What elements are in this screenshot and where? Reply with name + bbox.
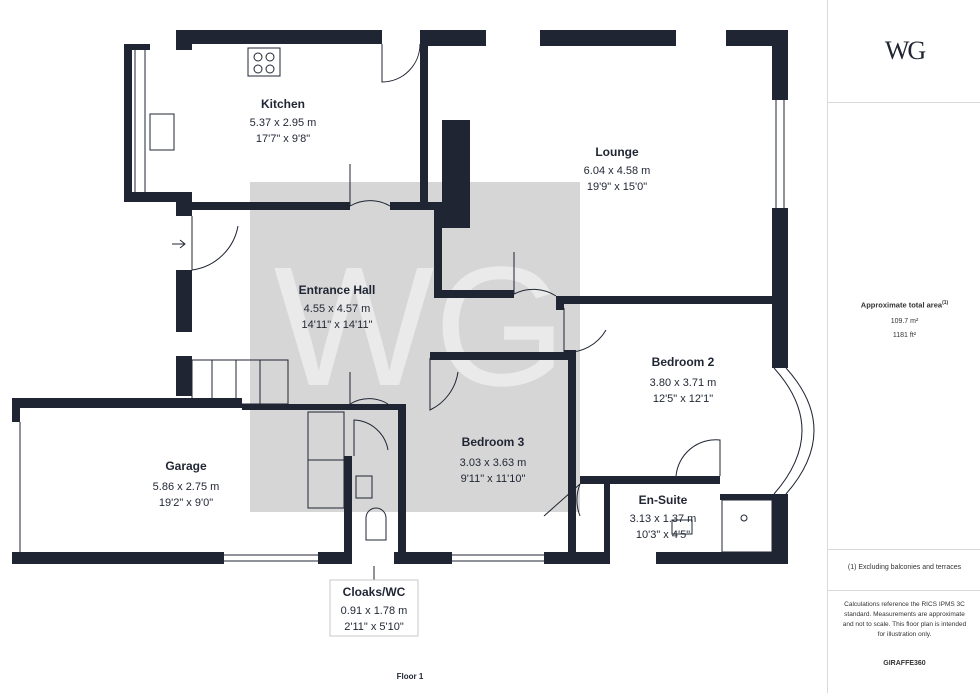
room-name: Entrance Hall: [299, 283, 376, 297]
fixtures: [19, 43, 815, 580]
room-metric: 3.80 x 3.71 m: [650, 377, 717, 389]
room-metric: 5.37 x 2.95 m: [250, 117, 317, 129]
room-imperial: 2'11" x 5'10": [344, 621, 404, 633]
footnote: (1) Excluding balconies and terraces: [847, 564, 962, 571]
room-imperial: 10'3" x 4'5": [636, 529, 690, 541]
floor-label: Floor 1: [396, 672, 424, 681]
room-imperial: 12'5" x 12'1": [653, 393, 713, 405]
room-metric: 0.91 x 1.78 m: [341, 605, 408, 617]
room-imperial: 19'2" x 9'0": [159, 497, 213, 509]
divider: [828, 590, 980, 591]
room-name: Bedroom 3: [462, 435, 525, 449]
area-m2: 109.7 m²: [890, 318, 919, 325]
room-metric: 4.55 x 4.57 m: [304, 303, 371, 315]
room-imperial: 17'7" x 9'8": [256, 133, 310, 145]
room-name: En-Suite: [639, 493, 688, 507]
room-imperial: 19'9" x 15'0": [587, 181, 647, 193]
room-name: Bedroom 2: [652, 355, 715, 369]
area-ft2: 1181 ft²: [892, 332, 917, 339]
walls: [12, 30, 788, 564]
room-name: Kitchen: [261, 97, 305, 111]
room-name: Cloaks/WC: [343, 585, 406, 599]
room-metric: 5.86 x 2.75 m: [153, 481, 220, 493]
room-metric: 6.04 x 4.58 m: [584, 165, 651, 177]
floor-plan-drawing: WG: [12, 30, 815, 637]
cloaks-label-box: [329, 579, 419, 637]
room-metric: 3.03 x 3.63 m: [460, 457, 527, 469]
room-labels: Kitchen 5.37 x 2.95 m 17'7" x 9'8" Loung…: [153, 97, 717, 633]
floor-plan: WG: [12, 30, 815, 637]
room-name: Garage: [165, 459, 207, 473]
sidebar: WG Approximate total area(1) 109.7 m² 11…: [827, 0, 980, 693]
divider: [828, 102, 980, 103]
room-name: Lounge: [595, 145, 639, 159]
divider: [828, 549, 980, 550]
room-metric: 3.13 x 1.37 m: [630, 513, 697, 525]
disclaimer: Calculations reference the RICS IPMS 3C …: [842, 601, 967, 638]
company-logo: WG: [884, 36, 926, 65]
area-footnote-mark: (1): [942, 300, 949, 306]
watermark-square: [250, 182, 580, 512]
area-title: Approximate total area(1): [828, 298, 980, 311]
room-imperial: 14'11" x 14'11": [302, 319, 373, 331]
room-imperial: 9'11" x 11'10": [461, 473, 526, 485]
brand-name: GIRAFFE360: [883, 660, 926, 667]
area-title-text: Approximate total area: [860, 300, 943, 310]
watermark-text: WG: [274, 232, 567, 422]
